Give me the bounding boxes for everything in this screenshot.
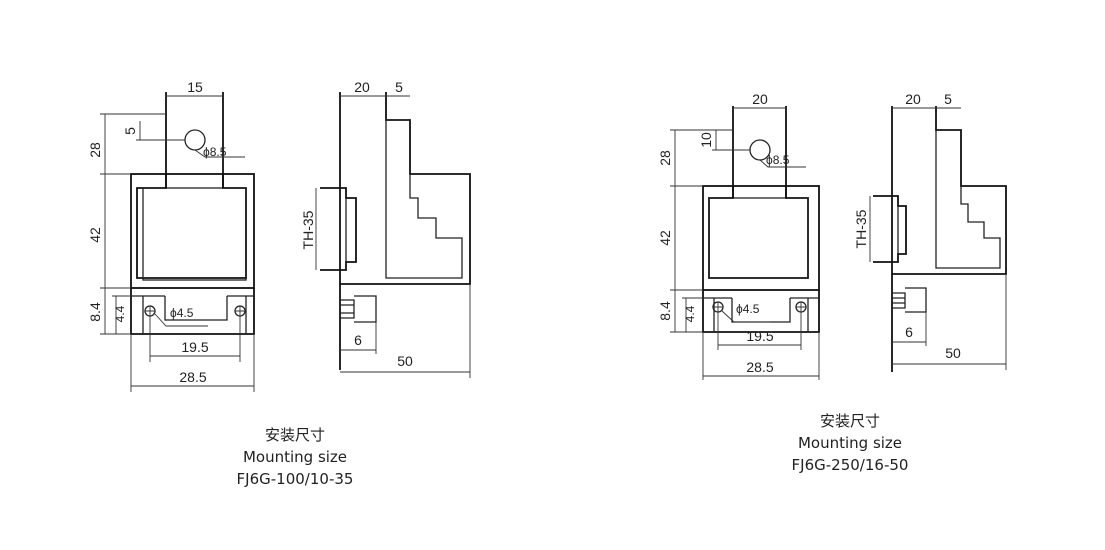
right-dim-side-w2: 5 [944, 91, 952, 107]
right-dim-total-width: 28.5 [746, 359, 773, 375]
left-front-view [100, 92, 255, 392]
left-dim-body-height: 42 [87, 227, 103, 243]
right-caption-en: Mounting size [797, 434, 903, 452]
right-dim-bottom-sub: 4.4 [683, 305, 697, 322]
right-dim-hole-top: ϕ8.5 [766, 153, 790, 167]
right-dim-body-height: 42 [657, 230, 673, 246]
right-dim-top-height: 28 [657, 150, 673, 166]
left-dim-bottom-height: 8.4 [87, 302, 103, 322]
right-dim-top-width: 20 [752, 91, 768, 107]
right-dim-bottom-height: 8.4 [657, 301, 673, 321]
left-caption: 安装尺寸 Mounting size FJ6G-100/10-35 [190, 424, 400, 490]
left-dim-side-total: 50 [397, 353, 413, 369]
left-dim-hole-bottom: ϕ4.5 [170, 306, 194, 320]
left-dim-top-width: 15 [187, 79, 203, 95]
right-caption: 安装尺寸 Mounting size FJ6G-250/16-50 [745, 410, 955, 476]
right-caption-model: FJ6G-250/16-50 [791, 456, 909, 474]
right-caption-cn: 安装尺寸 [819, 412, 880, 430]
left-caption-model: FJ6G-100/10-35 [236, 470, 354, 488]
right-dim-hole-spacing: 19.5 [746, 328, 773, 344]
left-dim-bottom-sub: 4.4 [113, 305, 127, 322]
left-dim-hole-top: ϕ8.5 [203, 145, 227, 159]
right-dim-small-offset: 10 [698, 132, 714, 148]
left-dim-hole-spacing: 19.5 [181, 339, 208, 355]
left-dim-rail: TH-35 [300, 210, 316, 249]
left-dim-side-w2: 5 [395, 79, 403, 95]
right-front-view [670, 106, 820, 380]
right-dim-side-w1: 20 [905, 91, 921, 107]
right-dim-side-total: 50 [945, 345, 961, 361]
right-dim-rail: TH-35 [853, 209, 869, 248]
right-dim-side-small: 6 [905, 324, 913, 340]
right-side-view [869, 106, 1007, 372]
left-dim-side-small: 6 [354, 332, 362, 348]
right-dim-hole-bottom: ϕ4.5 [736, 302, 760, 316]
left-caption-cn: 安装尺寸 [264, 426, 325, 444]
left-dim-small-offset: 5 [122, 127, 138, 135]
left-caption-en: Mounting size [242, 448, 348, 466]
left-dim-side-w1: 20 [354, 79, 370, 95]
left-dim-top-height: 28 [87, 142, 103, 158]
left-side-view [315, 92, 471, 378]
left-dim-total-width: 28.5 [179, 369, 206, 385]
